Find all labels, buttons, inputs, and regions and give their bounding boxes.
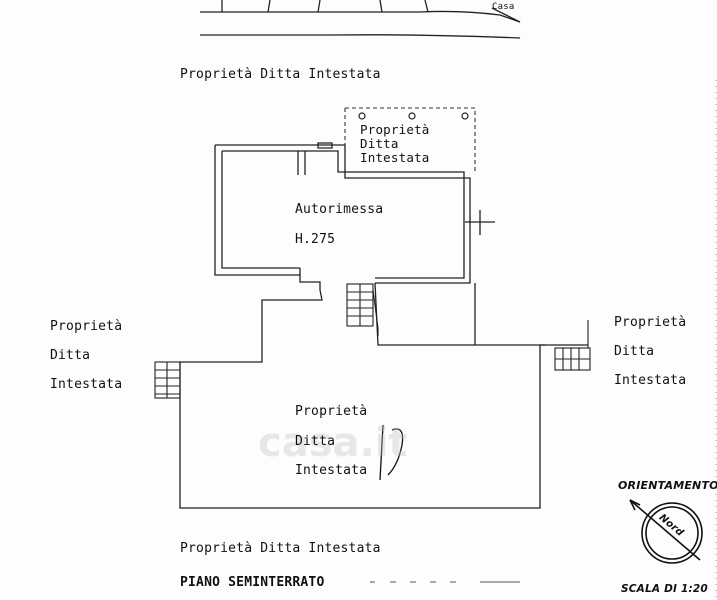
right-neighbor-line1: Proprietà bbox=[614, 315, 687, 330]
annex-label-line1: Proprietà bbox=[360, 122, 430, 137]
handwritten-mark bbox=[379, 424, 404, 481]
annex-columns bbox=[358, 112, 469, 120]
floor-title: PIANO SEMINTERRATO bbox=[180, 575, 325, 590]
garage-height: H.275 bbox=[295, 232, 336, 247]
right-neighbor-line2: Ditta bbox=[614, 344, 655, 359]
courtyard-line1: Proprietà bbox=[295, 404, 368, 419]
garage-walls bbox=[214, 142, 495, 290]
orientation-label: ORIENTAMENTO bbox=[618, 479, 717, 492]
courtyard-boundary bbox=[179, 282, 588, 509]
watermark: casa.it bbox=[258, 420, 408, 466]
left-neighbor-line2: Ditta bbox=[50, 348, 91, 363]
annex-label-line2: Ditta bbox=[360, 136, 399, 151]
right-neighbor-line3: Intestata bbox=[614, 373, 687, 388]
annex-label-line3: Intestata bbox=[360, 150, 430, 165]
left-neighbor-line1: Proprietà bbox=[50, 319, 123, 334]
annex-dashed bbox=[344, 107, 476, 172]
top-neighbor-label: Proprietà Ditta Intestata bbox=[180, 67, 381, 82]
courtyard-line3: Intestata bbox=[295, 463, 368, 478]
right-stair bbox=[554, 320, 591, 371]
garage-name: Autorimessa bbox=[295, 202, 384, 217]
north-arrow bbox=[629, 499, 703, 564]
casa-tag: Casa bbox=[492, 2, 515, 12]
central-stair bbox=[346, 283, 379, 336]
top-partial-plan bbox=[200, 0, 521, 39]
bottom-neighbor-label: Proprietà Ditta Intestata bbox=[180, 541, 381, 556]
courtyard-line2: Ditta bbox=[295, 434, 336, 449]
left-neighbor-line3: Intestata bbox=[50, 377, 123, 392]
scale-label: SCALA DI 1:20 bbox=[621, 583, 708, 595]
left-stair bbox=[154, 361, 181, 399]
